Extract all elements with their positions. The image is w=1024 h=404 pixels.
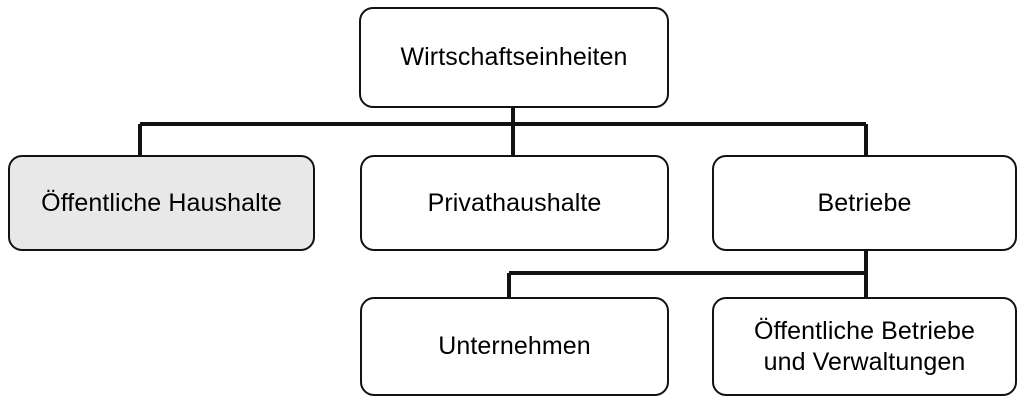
node-oeffentliche-haushalte[interactable]: Öffentliche Haushalte [8,155,315,251]
node-oeffentliche-betriebe[interactable]: Öffentliche Betriebe und Verwaltungen [712,297,1017,396]
node-unternehmen[interactable]: Unternehmen [360,297,669,396]
node-label: Öffentliche Betriebe und Verwaltungen [753,316,976,376]
node-betriebe[interactable]: Betriebe [712,155,1017,251]
node-label: Privathaushalte [427,188,602,217]
node-wirtschaftseinheiten[interactable]: Wirtschaftseinheiten [359,7,669,108]
node-label: Unternehmen [438,332,591,360]
node-label: Öffentliche Haushalte [41,188,282,217]
node-label: Wirtschaftseinheiten [400,43,628,71]
node-privathaushalte[interactable]: Privathaushalte [360,155,669,251]
node-label: Betriebe [817,188,912,217]
